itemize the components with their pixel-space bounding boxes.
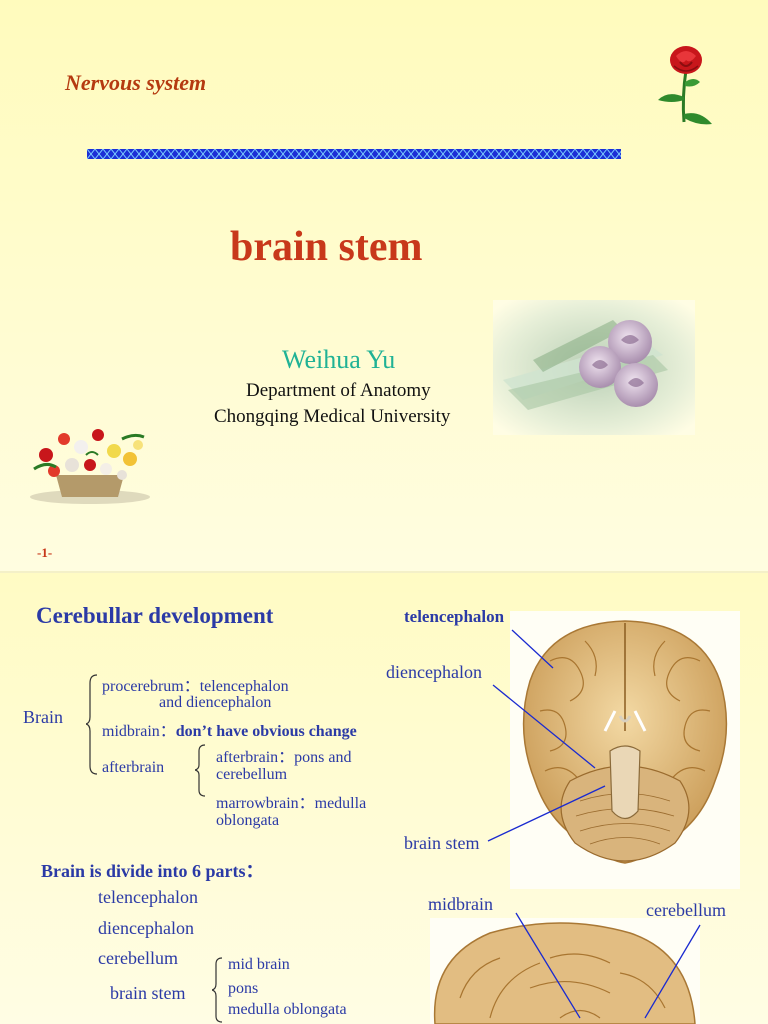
part-diencephalon: diencephalon xyxy=(98,918,194,938)
brace-brain xyxy=(86,674,98,775)
label-telencephalon: telencephalon xyxy=(404,607,505,626)
afterbrain-sub1: afterbrain：pons and xyxy=(216,749,352,766)
part-cerebellum: cerebellum xyxy=(98,948,178,968)
afterbrain-item: afterbrain xyxy=(102,759,165,776)
label-cerebellum: cerebellum xyxy=(646,900,726,920)
flower-bouquet-icon xyxy=(30,429,150,504)
content-slide: Cerebullar development Brain procerebrum… xyxy=(0,573,768,1024)
brainstem-part-medulla: medulla oblongata xyxy=(228,1001,347,1018)
afterbrain-sub2-cont: oblongata xyxy=(216,812,280,829)
brain-sagittal-illustration xyxy=(430,918,700,1024)
university: Chongqing Medical University xyxy=(214,406,451,427)
rose-icon xyxy=(658,46,712,125)
part-telencephalon: telencephalon xyxy=(98,887,198,907)
parts-heading: Brain is divide into 6 parts： xyxy=(41,861,264,881)
brace-afterbrain xyxy=(195,744,206,797)
page-separator xyxy=(0,571,768,573)
brainstem-part-pons: pons xyxy=(228,980,259,997)
procerebrum-item-cont: and diencephalon xyxy=(159,694,272,711)
midbrain-prefix: midbrain： xyxy=(102,723,176,740)
brace-brainstem xyxy=(212,957,223,1023)
procerebrum-item: procerebrum：telencephalon xyxy=(102,678,289,695)
brain-label: Brain xyxy=(23,707,63,727)
label-midbrain: midbrain xyxy=(428,894,493,914)
slide-subtitle: Nervous system xyxy=(65,70,207,95)
afterbrain-sub1-cont: cerebellum xyxy=(216,766,288,783)
afterbrain-sub2: marrowbrain：medulla xyxy=(216,795,367,812)
department: Department of Anatomy xyxy=(246,380,431,401)
part-brain-stem: brain stem xyxy=(110,983,186,1003)
slide-heading: Cerebullar development xyxy=(36,603,274,628)
page-number: -1- xyxy=(37,545,53,560)
title-slide: Nervous system brain stem xyxy=(0,0,768,572)
midbrain-note: don’t have obvious change xyxy=(175,723,357,740)
brainstem-part-midbrain: mid brain xyxy=(228,956,290,973)
decorative-divider-bar xyxy=(87,149,621,159)
author-name: Weihua Yu xyxy=(282,345,396,374)
midbrain-item: midbrain：don’t have obvious change xyxy=(102,717,357,741)
roses-photo xyxy=(493,300,695,435)
label-diencephalon: diencephalon xyxy=(386,662,482,682)
label-brain-stem: brain stem xyxy=(404,833,480,853)
diagram-leader-lines xyxy=(487,629,701,1019)
slide-title: brain stem xyxy=(230,224,423,270)
brain-inferior-view-illustration xyxy=(510,611,740,889)
